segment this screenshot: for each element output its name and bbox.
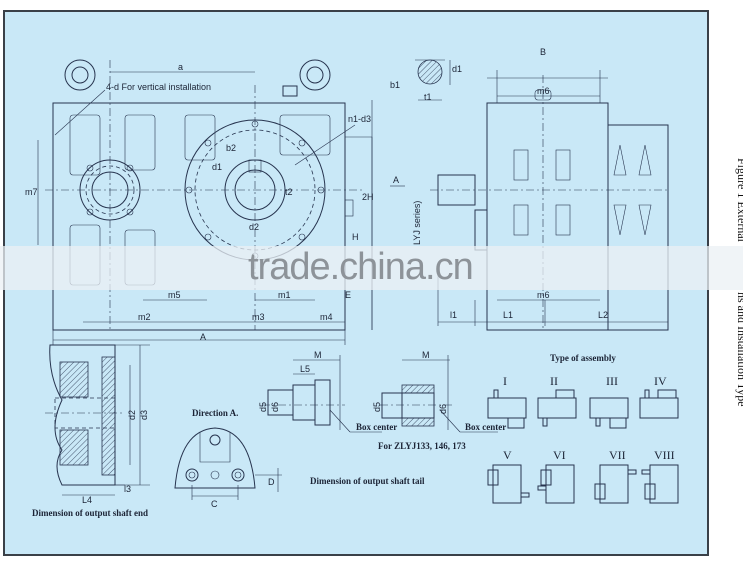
type-VIII-label: VIII bbox=[654, 448, 675, 462]
lyj-series-label: LYJ series) bbox=[412, 201, 422, 245]
shaft-end-caption: Dimension of output shaft end bbox=[32, 508, 148, 518]
assembly-types: Type of assembly I II III IV V VI VII VI… bbox=[487, 353, 679, 504]
type-V-label: V bbox=[503, 448, 512, 462]
e-label: E bbox=[345, 290, 351, 300]
shaft-tail-caption: Dimension of output shaft tail bbox=[310, 476, 425, 486]
lifting-eye-right bbox=[299, 59, 331, 91]
d5a-label: d5 bbox=[258, 402, 268, 412]
box-center-label-1: Box center bbox=[356, 422, 397, 432]
shaft-d3-label: d3 bbox=[139, 410, 149, 420]
l3-label: l3 bbox=[124, 484, 131, 494]
key-section: b1 t1 d1 bbox=[390, 59, 462, 102]
shaft-tail-views: M L5 d5 d6 Box center M d5 d6 Box center… bbox=[258, 350, 506, 486]
direction-a-view: Direction A. C D bbox=[174, 408, 282, 509]
m3-label: m3 bbox=[252, 312, 265, 322]
L1-label: L1 bbox=[503, 310, 513, 320]
b2-label: b2 bbox=[226, 143, 236, 153]
key-d1-label: d1 bbox=[452, 64, 462, 74]
direction-arrow-label: A bbox=[393, 175, 399, 185]
m6-top-label: m6 bbox=[537, 86, 550, 96]
breather-cap bbox=[282, 85, 298, 97]
m7-label: m7 bbox=[25, 187, 38, 197]
C-label: C bbox=[211, 499, 218, 509]
b1-label: b1 bbox=[390, 80, 400, 90]
L4-label: L4 bbox=[82, 495, 92, 505]
D-label: D bbox=[268, 477, 275, 487]
M1-label: M bbox=[314, 350, 322, 360]
n1-d3-label: n1-d3 bbox=[348, 114, 371, 124]
type-II-label: II bbox=[550, 374, 558, 388]
m2-label: m2 bbox=[138, 312, 151, 322]
type-VII-label: VII bbox=[609, 448, 626, 462]
d6b-label: d6 bbox=[438, 404, 448, 414]
m5-label: m5 bbox=[168, 290, 181, 300]
box-center-label-2: Box center bbox=[465, 422, 506, 432]
figure-caption-bottom: ns and Installation Type bbox=[735, 292, 743, 407]
dim-A-label: A bbox=[200, 332, 206, 342]
type-VI-label: VI bbox=[553, 448, 566, 462]
type-IV-label: IV bbox=[654, 374, 667, 388]
t2-label: t2 bbox=[285, 187, 293, 197]
d5b-label: d5 bbox=[372, 402, 382, 412]
m4-label: m4 bbox=[320, 312, 333, 322]
M2-label: M bbox=[422, 350, 430, 360]
shaft-end-view: d2 d3 l3 L4 Dimension of output shaft en… bbox=[32, 344, 150, 518]
watermark-text: trade.china.cn bbox=[248, 246, 474, 288]
type-III-label: III bbox=[606, 374, 618, 388]
t1-label: t1 bbox=[424, 92, 432, 102]
direction-a-title: Direction A. bbox=[192, 408, 238, 418]
shaft-d2-label: d2 bbox=[127, 410, 137, 420]
B-label: B bbox=[540, 47, 546, 57]
d6a-label: d6 bbox=[270, 402, 280, 412]
d2-label: d2 bbox=[249, 222, 259, 232]
L5-label: L5 bbox=[300, 364, 310, 374]
l1-small-label: l1 bbox=[450, 310, 457, 320]
m6-bottom-label: m6 bbox=[537, 290, 550, 300]
figure-caption-top: Figure 1 External bbox=[735, 158, 743, 242]
gearbox-housing bbox=[52, 102, 346, 331]
L2-label: L2 bbox=[598, 310, 608, 320]
watermark-band bbox=[0, 246, 743, 290]
d1-label: d1 bbox=[212, 162, 222, 172]
zlyj-note: For ZLYJ133, 146, 173 bbox=[378, 441, 466, 451]
h-label: H bbox=[352, 232, 359, 242]
vertical-install-label: 4-d For vertical installation bbox=[106, 82, 211, 92]
assembly-title: Type of assembly bbox=[550, 353, 616, 363]
2h-label: 2H bbox=[362, 192, 374, 202]
type-I-label: I bbox=[503, 374, 507, 388]
lifting-eye-left bbox=[64, 59, 96, 91]
front-view: a 4-d For vertical installation n1-d3 b2… bbox=[25, 59, 405, 345]
m1-label: m1 bbox=[278, 290, 291, 300]
dim-a-label: a bbox=[178, 62, 183, 72]
